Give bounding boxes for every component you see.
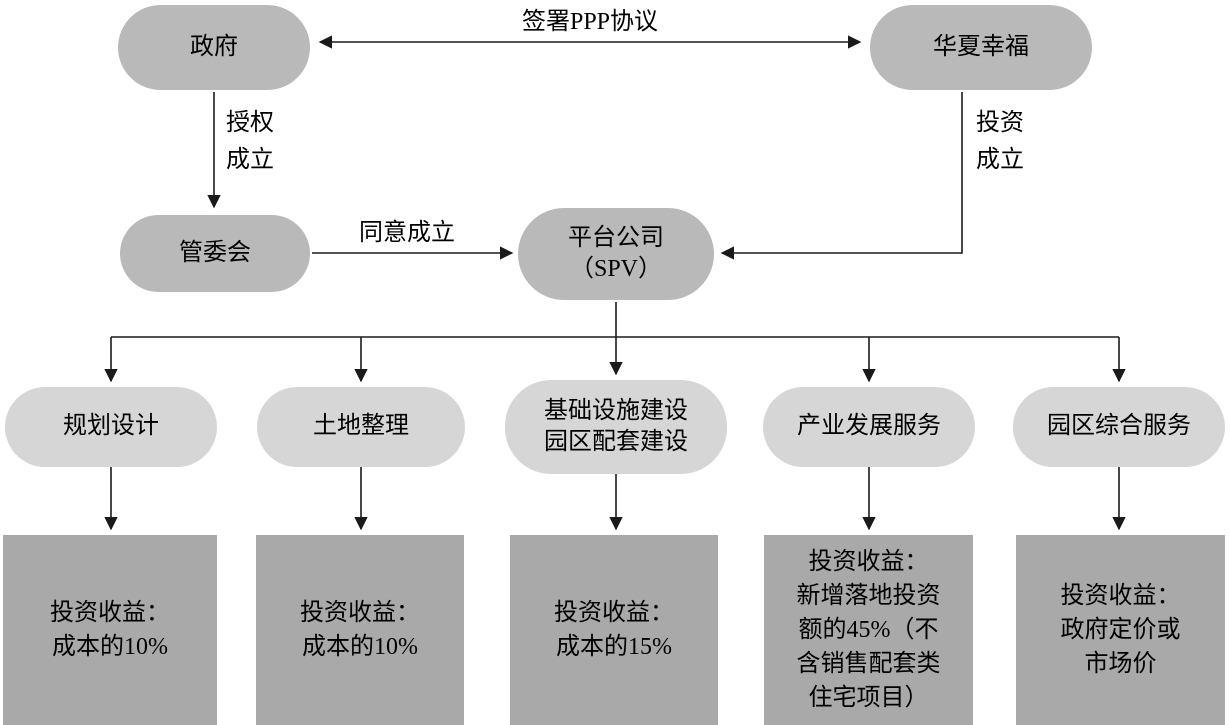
- node-service-park-comprehensive: 园区综合服务: [1013, 387, 1225, 467]
- node-management-committee: 管委会: [120, 215, 310, 292]
- edges-group: [104, 35, 1126, 531]
- box-return-infrastructure: 投资收益： 成本的15%: [510, 535, 718, 725]
- node-platform-spv: 平台公司 （SPV）: [518, 208, 714, 300]
- node-service-planning-design: 规划设计: [5, 387, 217, 467]
- node-government: 政府: [118, 5, 310, 90]
- box-return-park-comprehensive: 投资收益： 政府定价或 市场价: [1016, 535, 1225, 725]
- node-service-industry-development: 产业发展服务: [763, 387, 975, 467]
- label-invest-establish: 投资 成立: [976, 110, 1024, 174]
- box-return-land-consolidation: 投资收益： 成本的10%: [256, 535, 464, 725]
- node-service-land-consolidation: 土地整理: [257, 387, 465, 467]
- box-return-planning-design: 投资收益： 成本的10%: [3, 535, 217, 725]
- node-huaxia-fortune: 华夏幸福: [870, 5, 1092, 90]
- label-agree-establish: 同意成立: [359, 220, 455, 246]
- box-return-industry-development: 投资收益： 新增落地投资 额的45%（不 含销售配套类 住宅项目）: [764, 535, 973, 725]
- node-service-infrastructure: 基础设施建设 园区配套建设: [505, 380, 727, 474]
- label-authorize-establish: 授权 成立: [226, 110, 274, 174]
- edge-huaxia-to-spv: [720, 92, 963, 260]
- label-sign-ppp-agreement: 签署PPP协议: [521, 9, 659, 35]
